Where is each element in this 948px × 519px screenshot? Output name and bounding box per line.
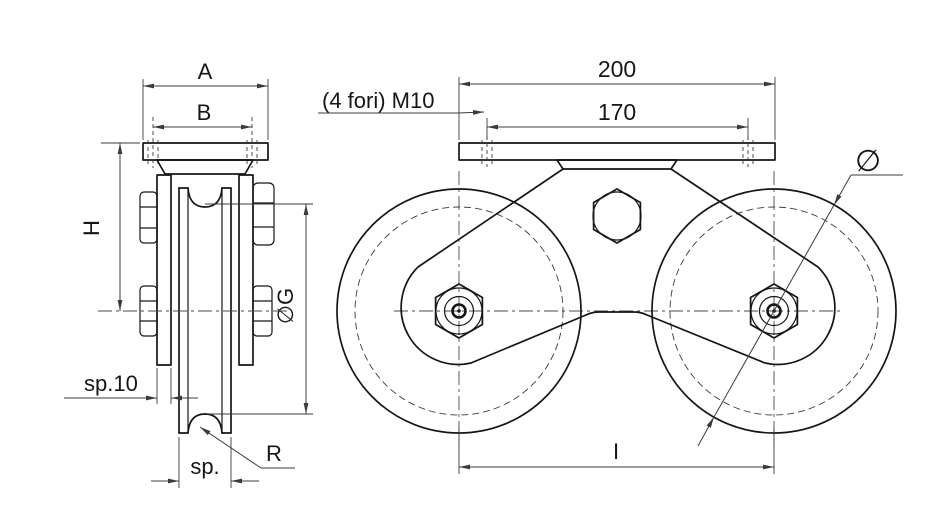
dim-a-label: A <box>198 59 213 84</box>
dim-sp: sp. <box>151 437 259 488</box>
front-wheel-right-groove-circle <box>669 206 879 416</box>
pivot-nut-right <box>252 182 275 246</box>
side-bracket-bend <box>156 159 254 175</box>
dim-sp10: sp.10 <box>64 368 198 404</box>
dim-200: 200 <box>458 56 776 140</box>
front-view: 200 170 (4 fori) M10 ∅ I <box>318 56 903 474</box>
dim-200-label: 200 <box>598 56 636 82</box>
dim-b-label: B <box>197 100 212 125</box>
side-groove-bottom-arc <box>187 413 223 434</box>
leader-wheel-diameter: ∅ <box>697 145 903 447</box>
diameter-symbol: ∅ <box>855 145 881 178</box>
dim-groove-diameter-label: ∅G <box>273 288 298 324</box>
front-bracket-neck <box>556 159 678 170</box>
front-hub-left <box>434 283 484 339</box>
side-view: A B H ∅G sp.10 <box>64 59 313 488</box>
side-bracket-plate-right <box>238 174 254 366</box>
leader-m10: (4 fori) M10 <box>318 88 485 115</box>
side-nuts <box>139 182 275 337</box>
dim-i: I <box>458 428 775 474</box>
side-groove-top-arc <box>187 187 223 208</box>
dim-b: B <box>153 100 252 130</box>
front-pivot-nut <box>592 188 642 244</box>
front-plate-holes <box>481 136 754 167</box>
front-centerlines <box>394 171 840 447</box>
side-wheel <box>178 187 232 434</box>
side-flange-plate <box>142 142 269 161</box>
front-bracket-plate <box>400 168 836 366</box>
dim-sp10-label: sp.10 <box>84 371 138 396</box>
dim-170: 170 <box>486 99 749 140</box>
dim-a: A <box>142 59 269 140</box>
dim-170-label: 170 <box>598 99 636 125</box>
front-flange-plate <box>458 142 776 161</box>
holes-note-label: (4 fori) M10 <box>322 88 434 113</box>
dim-sp-label: sp. <box>190 454 219 479</box>
dim-h-label: H <box>79 220 104 236</box>
pivot-nut-left <box>139 191 158 244</box>
dim-i-label: I <box>613 439 619 464</box>
front-wheel-left-groove-circle <box>354 206 564 416</box>
dim-r-label: R <box>266 441 282 466</box>
dim-h: H <box>79 142 140 311</box>
leader-r: R <box>199 426 295 469</box>
side-bracket-plate-left <box>156 174 172 366</box>
dim-groove-diameter: ∅G <box>205 203 313 415</box>
